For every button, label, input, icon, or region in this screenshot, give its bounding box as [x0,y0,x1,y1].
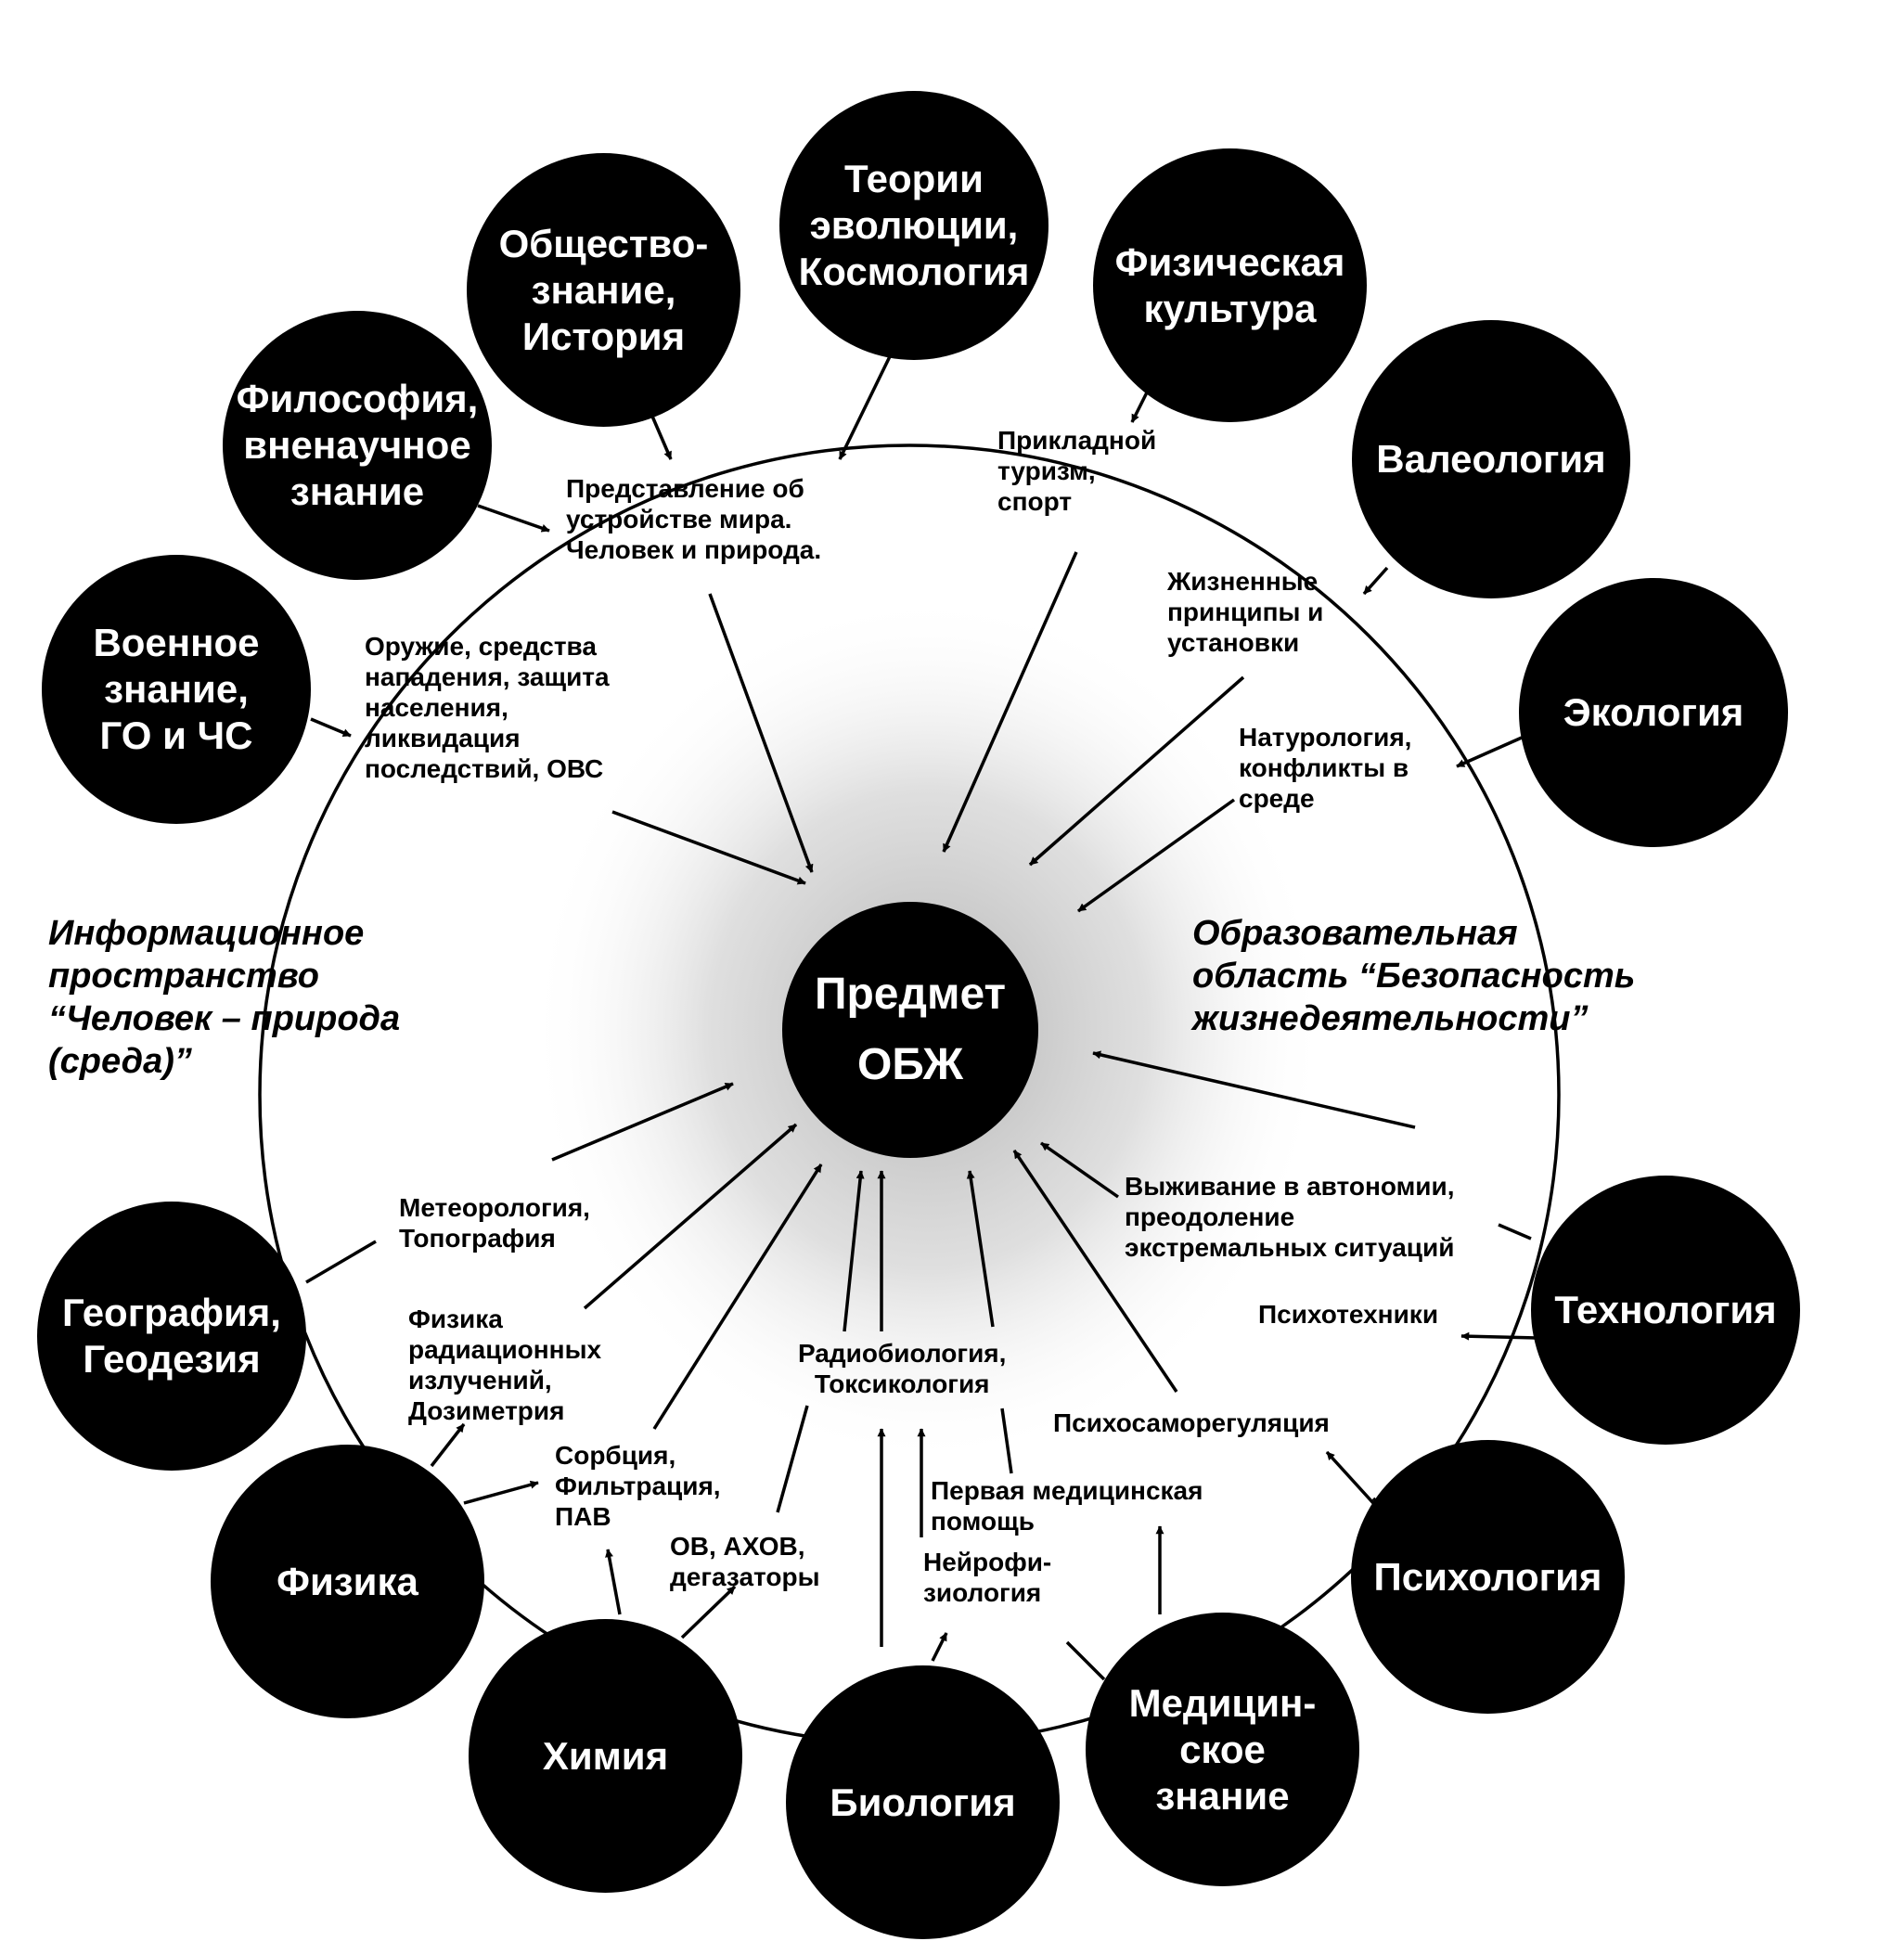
arrow-theory-to-world [838,350,894,460]
geography-node: География, Геодезия [37,1202,306,1471]
medicine-node: Медицин- ское знание [1086,1613,1359,1886]
arrow-meteo-to-center [551,1082,734,1162]
arrow-naturology-to-center [1076,798,1236,913]
arrows-layer [310,350,1537,1662]
label-self-regulation: Психосаморегуляция [1053,1408,1330,1437]
arrow-tourism-to-center [942,551,1078,853]
label-life-principles: Жизненные принципы и установки [1167,567,1324,657]
label-radiobiology: Радиобиология, Токсикология [798,1339,1007,1398]
label-first-aid: Первая медицинская помощь [931,1476,1203,1536]
theory-evolution-node: Теории эволюции, Космология [779,91,1048,360]
label-psychotechnics: Психотехники [1258,1300,1439,1329]
physical-culture-node: Физическая культура [1093,148,1367,422]
arrow-ecology-to-naturology [1456,736,1523,768]
arrow-survival-to-center [1092,1050,1416,1129]
arrow-radbio-left-to-center [843,1170,865,1332]
arrow-philosophy-to-world [477,504,550,533]
label-weapons: Оружие, средства нападения, защита насел… [365,632,610,783]
line-firstaid-to-radbio [1000,1408,1013,1474]
arrow-psychology-to-selfreg [1325,1450,1375,1505]
arrow-physics-to-radphys [430,1422,466,1468]
line-geography-to-meteo [305,1240,377,1284]
label-tourism-sport: Прикладной туризм, спорт [997,426,1157,516]
right-side-caption: Образовательная область “Безопасность жи… [1192,914,1636,1038]
arrow-military-to-weapons [310,717,352,738]
label-world-view: Представление об устройстве мира. Челове… [566,474,822,564]
arrow-world-to-center [708,593,814,873]
military-node: Военное знание, ГО и ЧС [42,555,311,824]
line-ov-to-radbio [776,1405,809,1513]
arrow-sorption-to-center [652,1163,823,1430]
arrow-technology-to-psychotech [1460,1331,1537,1341]
arrow-radphys-to-center [583,1123,798,1310]
philosophy-node: Философия, вненаучное знание [223,311,492,580]
technology-node: Технология [1531,1176,1800,1445]
arrow-selfreg-to-center [1012,1150,1178,1393]
label-survival: Выживание в автономии, преодоление экстр… [1125,1172,1455,1262]
label-radiation-physics: Физика радиационных излучений, Дозиметри… [408,1305,602,1425]
arrow-weapons-to-center [611,810,806,885]
ecology-node: Экология [1519,578,1788,847]
left-side-caption: Информационное пространство “Человек – п… [48,914,401,1081]
line-medicine-to-neuro [1065,1640,1106,1681]
label-neurophysiology: Нейрофи- зиология [923,1548,1052,1607]
physics-node: Физика [211,1445,484,1718]
arrow-survival-label [1039,1141,1120,1199]
arrow-chemistry-to-sorption [605,1549,622,1615]
arrow-chemistry-to-ov [680,1585,737,1639]
label-meteorology: Метеорология, Топография [399,1193,590,1253]
arrow-physics-to-sorption [463,1480,539,1505]
arrow-principles-to-center [1028,675,1245,867]
center-node: Предмет ОБЖ [782,902,1038,1158]
society-history-node: Общество- знание, История [467,153,740,427]
line-technology-to-survival [1498,1223,1532,1241]
psychology-node: Психология [1351,1440,1625,1714]
label-sorption: Сорбция, Фильтрация, ПАВ [555,1441,721,1531]
arrow-valeology-to-principles [1362,566,1389,596]
arrow-radbio-mid-to-center [966,1170,995,1328]
label-ov-achov: ОВ, АХОВ, дегазаторы [670,1532,820,1591]
arrow-biology-to-neuro [931,1632,948,1662]
valeology-node: Валеология [1352,320,1630,598]
biology-node: Биология [786,1665,1060,1939]
chemistry-node: Химия [469,1619,742,1893]
label-naturology: Натурология, конфликты в среде [1239,723,1412,813]
